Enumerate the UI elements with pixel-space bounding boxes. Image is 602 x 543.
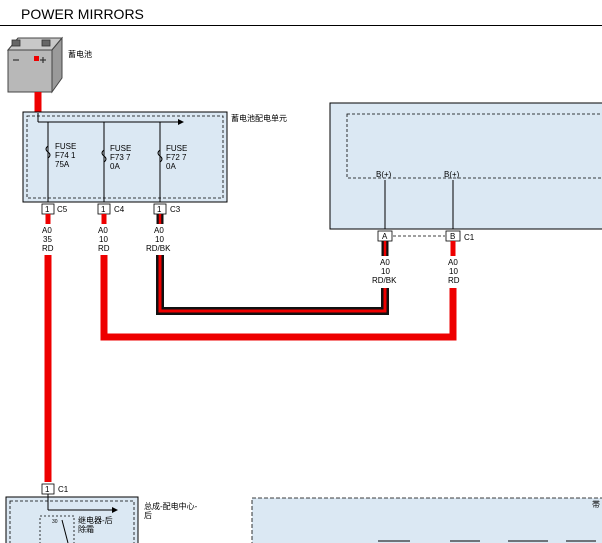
right-module-box xyxy=(329,102,602,230)
bottom-bus-arrow-icon xyxy=(112,507,118,513)
wire-rdbk-outer xyxy=(156,255,389,315)
fuse-1-text-2: F74 1 xyxy=(55,151,76,160)
fuse-1-text-1: FUSE xyxy=(55,142,76,151)
wire-5-label-1: A0 xyxy=(448,258,458,267)
wire-1-label-3: RD xyxy=(42,244,54,253)
wire-rd-c4-to-b xyxy=(100,255,457,341)
right-module-pin-1: B(+) xyxy=(376,170,392,179)
bottom-right-module-box xyxy=(251,497,602,543)
right-module-pin-2: B(+) xyxy=(444,170,460,179)
connector-right-a-pin: A xyxy=(382,232,388,241)
wire-2-label-2: 10 xyxy=(99,235,108,244)
connector-c5-pin: 1 xyxy=(45,205,50,214)
wire-2-label-3: RD xyxy=(98,244,110,253)
fuse-2-text-1: FUSE xyxy=(110,144,131,153)
wire-5-label-3: RD xyxy=(448,276,460,285)
right-module-inner-dashed xyxy=(346,113,602,179)
wire-4-label-3: RD/BK xyxy=(372,276,397,285)
connector-bottom-c1-pin: 1 xyxy=(45,485,50,494)
fuse-3-text-3: 0A xyxy=(166,162,176,171)
fuse-3-text-1: FUSE xyxy=(166,144,187,153)
connector-bottom-c1-name: C1 xyxy=(58,485,69,494)
relay-label-1: 继电器-后 xyxy=(78,515,113,525)
fuse-unit-label: 蓄电池配电单元 xyxy=(231,113,287,123)
fuse-3-icon xyxy=(157,149,163,163)
bottom-left-module-box xyxy=(5,496,139,543)
relay-terminal-label: 30 xyxy=(52,519,58,525)
connector-c4-name: C4 xyxy=(114,205,125,214)
wire-1-label-2: 35 xyxy=(43,235,52,244)
fuse-2-text-2: F73 7 xyxy=(110,153,131,162)
connector-c4: 1 C4 xyxy=(97,203,125,215)
wire-4-label-2: 10 xyxy=(381,267,390,276)
fuse-unit-box xyxy=(22,111,228,203)
wire-rdbk-inner xyxy=(158,255,387,313)
relay-contact-line xyxy=(61,519,69,543)
fuse-3-text-2: F72 7 xyxy=(166,153,187,162)
wire-2-label-1: A0 xyxy=(98,226,108,235)
fuse-2-icon xyxy=(101,149,107,163)
wire-1-label-1: A0 xyxy=(42,226,52,235)
fuse-unit-inner-dashed xyxy=(26,115,224,199)
fuse-1-icon xyxy=(45,145,51,159)
connector-right-b-pin: B xyxy=(450,232,455,241)
wire-4-label-1: A0 xyxy=(380,258,390,267)
connector-c4-pin: 1 xyxy=(101,205,106,214)
bottom-left-module-label-2: 后 xyxy=(144,510,152,520)
wire-3-label-3: RD/BK xyxy=(146,244,171,253)
wire-3-label-2: 10 xyxy=(155,235,164,244)
connector-c5-name: C5 xyxy=(57,205,68,214)
fuse-1-text-3: 75A xyxy=(55,160,70,169)
fuse-2-text-3: 0A xyxy=(110,162,120,171)
bottom-right-module-label: 帯 xyxy=(592,499,600,509)
connector-c3-name: C3 xyxy=(170,205,181,214)
relay-box xyxy=(39,515,75,543)
wire-5-label-2: 10 xyxy=(449,267,458,276)
connector-right-b: B xyxy=(445,230,461,242)
bus-arrow-icon xyxy=(178,119,184,125)
connector-right-name: C1 xyxy=(464,233,475,242)
connector-c5: 1 C5 xyxy=(41,203,68,215)
bottom-left-module-label-1: 总成-配电中心- xyxy=(144,501,198,511)
bottom-left-inner-dashed xyxy=(9,500,135,543)
connector-c3-pin: 1 xyxy=(157,205,162,214)
battery-icon xyxy=(6,36,64,94)
relay-label-2: 除霜 xyxy=(78,524,94,534)
battery-label: 蓄电池 xyxy=(68,49,92,59)
connector-bottom-c1: 1 C1 xyxy=(41,483,69,495)
connector-right-a: A xyxy=(377,230,393,242)
title-rule xyxy=(0,25,602,26)
connector-c3: 1 C3 xyxy=(153,203,181,215)
page-title: POWER MIRRORS xyxy=(21,6,144,22)
wire-3-label-1: A0 xyxy=(154,226,164,235)
